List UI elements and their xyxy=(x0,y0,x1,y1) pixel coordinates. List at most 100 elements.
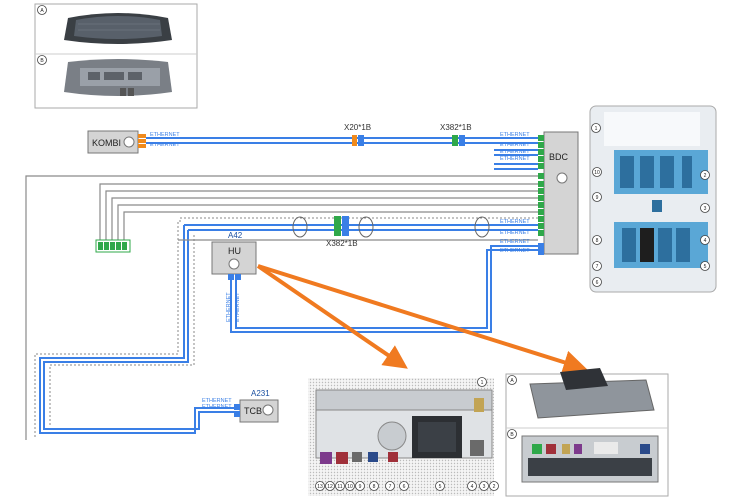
bdc-label: BDC xyxy=(549,152,569,162)
hu-rear-callout-12 xyxy=(325,481,335,491)
hu-rear-callout-5 xyxy=(435,481,445,491)
bdc-callout-label-6: 6 xyxy=(596,280,599,286)
hu-rear-callout-label-9: 9 xyxy=(359,484,362,490)
x382-mid-connector: X382*1B xyxy=(326,216,358,248)
eth-label-bdc-5: ETHERNET xyxy=(500,219,530,225)
cluster-photo-panel: AB xyxy=(34,3,198,109)
hu-rear-callout-label-5: 5 xyxy=(439,484,442,490)
bdc-callout-4 xyxy=(700,235,710,245)
hu-rear-callout-1 xyxy=(477,377,487,387)
hu-rear-callout-label-3: 3 xyxy=(483,484,486,490)
eth-label-bdc-4: ETHERNET xyxy=(500,156,530,162)
kombi-label: KOMBI xyxy=(92,138,121,148)
cluster-callout-A xyxy=(37,5,47,15)
bdc-callout-label-7: 7 xyxy=(596,264,599,270)
hu-rear-callout-2 xyxy=(489,481,499,491)
hu-rear-callout-6 xyxy=(399,481,409,491)
eth-label-hu-2: ETHERNET xyxy=(235,292,241,322)
bdc-callout-label-10: 10 xyxy=(594,170,600,176)
twist-markers xyxy=(292,216,490,238)
hu-rear-callout-label-10: 10 xyxy=(347,484,353,490)
hu-rear-callout-label-6: 6 xyxy=(403,484,406,490)
x20-connector: X20*1B xyxy=(344,123,371,146)
kombi-connector xyxy=(138,134,146,148)
x382-top-connector: X382*1B xyxy=(440,123,472,146)
hu-rear-callout-label-8: 8 xyxy=(373,484,376,490)
bdc-callout-5 xyxy=(700,261,710,271)
bdc-photo: 1 2 3 4 5 6 7 8 9 10 xyxy=(589,105,717,293)
hu-rear-callout-label-7: 7 xyxy=(389,484,392,490)
hu-unit-callout-label-A: A xyxy=(510,378,514,384)
hu-module[interactable]: A42 HU xyxy=(211,231,257,280)
shield-lines xyxy=(34,217,538,438)
hu-rear-callout-13 xyxy=(315,481,325,491)
bdc-callout-label-3: 3 xyxy=(704,206,707,212)
bdc-callout-label-1: 1 xyxy=(595,126,598,132)
hu-rear-callout-3 xyxy=(479,481,489,491)
bdc-pins xyxy=(538,135,544,255)
hu-rear-callout-label-2: 2 xyxy=(493,484,496,490)
hu-label: HU xyxy=(228,246,241,256)
bdc-callout-label-5: 5 xyxy=(704,264,707,270)
ethernet-labels: ETHERNET ETHERNET ETHERNET ETHERNET ETHE… xyxy=(150,132,530,410)
hu-rear-callout-8 xyxy=(369,481,379,491)
tcb-module[interactable]: A231 TCB xyxy=(234,389,279,423)
bdc-callout-6 xyxy=(592,277,602,287)
hu-rear-callout-label-12: 12 xyxy=(327,484,333,490)
bdc-module[interactable]: BDC xyxy=(543,131,579,255)
bdc-callout-9 xyxy=(592,192,602,202)
ethernet-wiring xyxy=(39,137,538,434)
eth-label-bdc-8: ETHERNET xyxy=(500,248,530,254)
hu-unit-callout-label-B: B xyxy=(510,432,514,438)
eth-label-tcb-2: ETHERNET xyxy=(202,404,232,410)
bdc-callout-label-9: 9 xyxy=(596,195,599,201)
x382-mid-label: X382*1B xyxy=(326,239,358,248)
eth-label-kombi-1: ETHERNET xyxy=(150,132,180,138)
eth-label-bdc-6: ETHERNET xyxy=(500,230,530,236)
hu-unit-photo: AB xyxy=(505,368,669,497)
bdc-callout-8 xyxy=(592,235,602,245)
hu-photo-arrows xyxy=(256,264,588,374)
bdc-callout-label-2: 2 xyxy=(704,173,707,179)
eth-label-bdc-2: ETHERNET xyxy=(500,142,530,148)
kombi-module[interactable]: KOMBI xyxy=(87,130,139,154)
eth-label-bdc-7: ETHERNET xyxy=(500,239,530,245)
signal-wiring xyxy=(25,175,538,440)
hu-rear-callout-label-13: 13 xyxy=(317,484,323,490)
hu-ref-label: A42 xyxy=(228,231,243,240)
tcb-ref-label: A231 xyxy=(251,389,270,398)
hu-rear-callout-7 xyxy=(385,481,395,491)
bdc-callout-3 xyxy=(700,203,710,213)
bdc-callout-1 xyxy=(591,123,601,133)
hu-rear-callout-10 xyxy=(345,481,355,491)
eth-label-bdc-3: ETHERNET xyxy=(500,149,530,155)
eth-label-bdc-1: ETHERNET xyxy=(500,132,530,138)
bdc-callout-label-8: 8 xyxy=(596,238,599,244)
hu-rear-callout-label-4: 4 xyxy=(471,484,474,490)
hu-rear-callout-11 xyxy=(335,481,345,491)
cluster-rear-image xyxy=(64,59,172,96)
cluster-callout-B xyxy=(37,55,47,65)
hu-rear-callout-label-11: 11 xyxy=(337,484,342,490)
hu-rear-callout-4 xyxy=(467,481,477,491)
bdc-callout-10 xyxy=(592,167,602,177)
hu-rear-callout-9 xyxy=(355,481,365,491)
eth-label-kombi-2: ETHERNET xyxy=(150,142,180,148)
hu-unit-callout-B xyxy=(507,429,517,439)
hu-unit-callout-A xyxy=(507,375,517,385)
cluster-callout-label-B: B xyxy=(40,58,44,64)
tcb-label: TCB xyxy=(244,406,262,416)
eth-label-tcb-1: ETHERNET xyxy=(202,398,232,404)
cluster-front-image xyxy=(64,13,172,44)
bdc-callout-2 xyxy=(700,170,710,180)
bdc-callout-7 xyxy=(592,261,602,271)
bdc-callout-label-4: 4 xyxy=(704,238,707,244)
x20-label: X20*1B xyxy=(344,123,371,132)
eth-label-hu-1: ETHERNET xyxy=(226,292,232,322)
signal-connector xyxy=(95,239,131,253)
x382-top-label: X382*1B xyxy=(440,123,472,132)
hu-rear-callout-label-1: 1 xyxy=(481,380,484,386)
cluster-callout-label-A: A xyxy=(40,8,44,14)
